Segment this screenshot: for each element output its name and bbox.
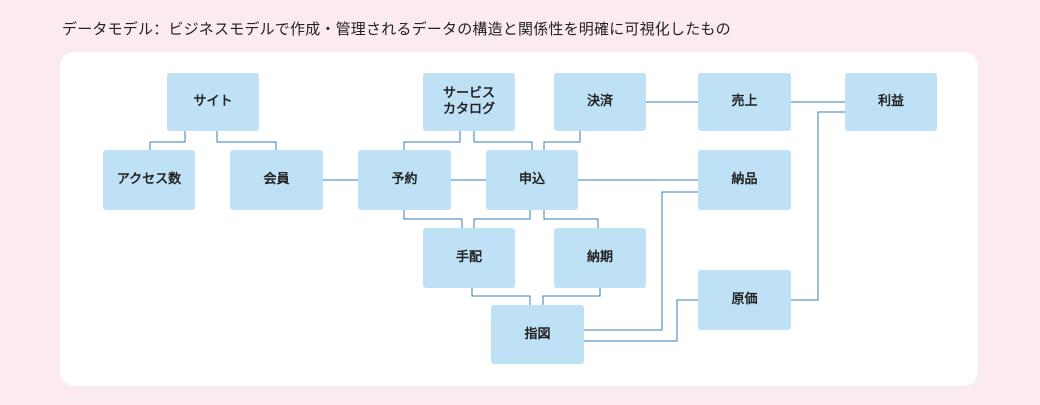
edge-site-access	[149, 131, 186, 150]
edge-application-arrangement	[473, 210, 531, 228]
edge-cost-profit	[791, 111, 845, 301]
node-booking: 予約	[358, 150, 451, 210]
node-member: 会員	[230, 150, 323, 210]
node-delivery: 納品	[698, 150, 791, 210]
diagram-caption: データモデル：ビジネスモデルで作成・管理されるデータの構造と関係性を明確に可視化…	[62, 20, 731, 38]
edge-instruction-cost	[584, 299, 698, 342]
node-arrangement: 手配	[423, 228, 515, 288]
node-site: サイト	[167, 73, 259, 131]
node-settlement: 決済	[554, 73, 646, 131]
node-deadline: 納期	[554, 228, 646, 288]
edge-application-deadline	[543, 210, 599, 228]
node-application: 申込	[486, 150, 578, 210]
edge-site-member	[216, 131, 277, 150]
node-sales: 売上	[698, 73, 791, 131]
edge-settlement-application	[543, 131, 581, 150]
node-access: アクセス数	[103, 150, 195, 210]
edge-catalog-application	[473, 131, 533, 150]
node-instruction: 指図	[491, 305, 584, 364]
node-catalog: サービス カタログ	[423, 73, 515, 131]
edge-catalog-booking	[403, 131, 461, 150]
node-profit: 利益	[845, 73, 937, 131]
node-cost: 原価	[698, 270, 791, 330]
edge-instruction-delivery	[584, 191, 698, 331]
edge-arrangement-instruction	[471, 288, 531, 305]
edge-booking-arrangement	[403, 210, 463, 228]
edge-deadline-instruction	[542, 288, 601, 305]
